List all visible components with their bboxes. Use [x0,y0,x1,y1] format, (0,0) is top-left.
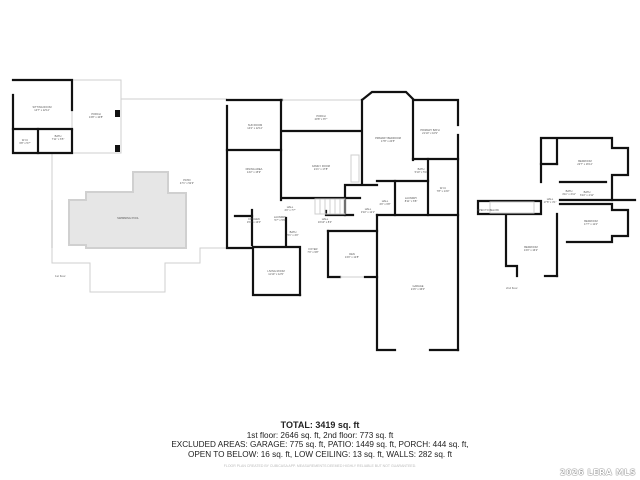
excluded-areas: EXCLUDED AREAS: GARAGE: 775 sq. ft, PATI… [171,440,469,450]
stairs [314,198,346,215]
total-area: TOTAL: 3419 sq. ft [280,420,360,430]
watermark: 2026 LERA MLS [559,468,636,477]
patio-outline [51,98,227,293]
second-floor [476,136,637,278]
floor-label-first: 1st floor [55,274,66,278]
room-label: SWIMMING POOL [117,216,139,220]
fireplace [350,154,360,183]
swimming-pool [68,171,187,249]
floor-label-second: 2nd floor [506,286,518,290]
first-floor [225,90,460,352]
excluded-areas-cont: OPEN TO BELOW: 16 sq. ft, LOW CEILING: 1… [187,449,453,459]
area-summary: TOTAL: 3419 sq. ft 1st floor: 2646 sq. f… [0,420,640,472]
credit-note: FLOOR PLAN CREATED BY CUBICASA APP. MEAS… [223,464,417,469]
guest-house [11,78,122,155]
room-label: OPEN TO BELOW [477,208,499,212]
floor-areas: 1st floor: 2646 sq. ft, 2nd floor: 773 s… [246,430,394,440]
